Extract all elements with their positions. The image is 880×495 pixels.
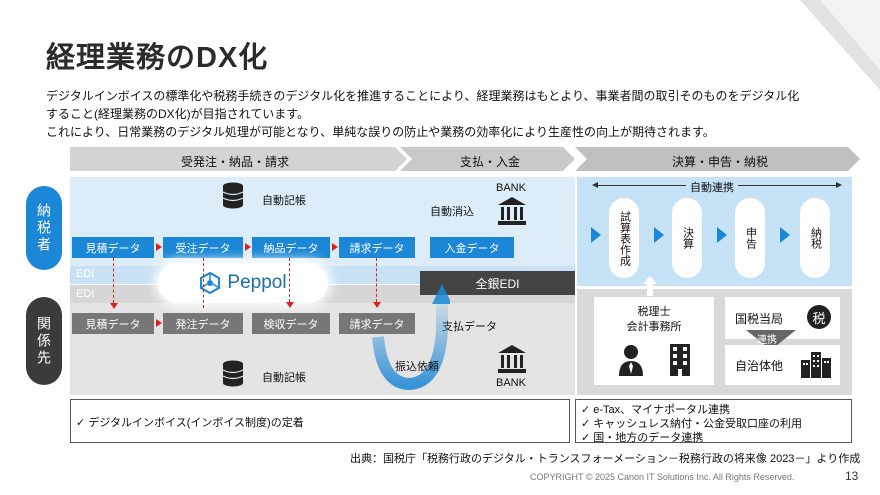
counterparty-invoice-data: 請求データ xyxy=(339,313,415,334)
flow-arrow-icon xyxy=(591,227,601,243)
peppol-label: Peppol xyxy=(227,272,287,293)
link-arrow xyxy=(746,330,796,350)
phase-1-label: 受発注・納品・請求 xyxy=(180,155,289,169)
taxpayer-label: 納税者 xyxy=(26,186,62,270)
auto-link-right-arrow xyxy=(836,182,842,188)
city-buildings-icon xyxy=(801,352,831,378)
edi-bottom-label: EDI xyxy=(76,288,95,300)
counterparty-bank-label: BANK xyxy=(496,377,526,389)
bank-icon xyxy=(498,345,526,373)
building-icon xyxy=(670,344,690,376)
arrow-right-icon xyxy=(245,243,251,251)
peppol-logo-icon xyxy=(200,272,221,294)
taxpayer-delivery-data: 納品データ xyxy=(252,237,330,258)
step-payment-label: 納税 xyxy=(809,227,822,249)
taxpayer-estimate-data: 見積データ xyxy=(72,237,154,258)
source-citation: 出典：国税庁「税務行政のデジタル・トランスフォーメーション－税務行政の将来像 2… xyxy=(350,453,861,465)
note-right-item-3: ✓ 国・地方のデータ連携 xyxy=(581,432,704,444)
flow-arrow-icon xyxy=(654,227,664,243)
arrow-right-icon xyxy=(332,243,338,251)
taxpayer-order-data: 受注データ xyxy=(163,237,243,258)
corner-decoration xyxy=(800,0,880,90)
note-right-item-1: ✓ e-Tax、マイナポータル連携 xyxy=(581,404,730,416)
tax-badge-text: 税 xyxy=(812,310,826,326)
step-closing-label: 決算 xyxy=(681,227,694,249)
step-payment: 納税 xyxy=(800,198,830,278)
note-left-box: ✓ デジタルインボイス(インボイス制度)の定着 xyxy=(70,399,570,443)
flow-arrow-icon xyxy=(717,227,727,243)
connector-up-arrow xyxy=(643,276,657,296)
page-number: 13 xyxy=(845,469,859,483)
arrow-down-icon xyxy=(110,303,118,309)
step-filing-label: 申告 xyxy=(744,227,757,249)
zengin-edi-label: 全銀EDI xyxy=(475,276,520,291)
counterparty-estimate-data: 見積データ xyxy=(72,313,154,334)
step-closing: 決算 xyxy=(672,198,702,278)
payment-data-label: 支払データ xyxy=(442,321,497,333)
arrow-right-icon xyxy=(156,243,162,251)
step-trial-balance: 試算表作成 xyxy=(609,198,639,278)
phase-3-label: 決算・申告・納税 xyxy=(671,155,768,169)
arrow-down-icon xyxy=(373,302,381,308)
step-filing: 申告 xyxy=(735,198,765,278)
local-gov-label: 自治体他 xyxy=(735,359,784,373)
counterparty-auto-ledger: 自動記帳 xyxy=(262,372,306,384)
lead-line-2: すること(経理業務のDX化)が目指されています。 xyxy=(46,107,310,121)
bank-icon xyxy=(498,197,526,225)
note-right-item-2: ✓ キャッシュレス納付・公金受取口座の利用 xyxy=(581,418,803,430)
tax-accountant-card: 税理士 会計事務所 xyxy=(594,297,714,385)
page-title: 経理業務のDX化 xyxy=(46,42,269,74)
phase-2-label: 支払・入金 xyxy=(459,155,520,169)
auto-link-label: 自動連携 xyxy=(686,179,738,195)
edi-top-label: EDI xyxy=(76,268,95,280)
note-left-item: ✓ デジタルインボイス(インボイス制度)の定着 xyxy=(76,417,304,429)
counterparty-label: 関係先 xyxy=(26,297,62,385)
taxpayer-label-text: 納税者 xyxy=(36,202,52,254)
copyright: COPYRIGHT © 2025 Canon IT Solutions Inc.… xyxy=(530,472,795,482)
phase-arrows xyxy=(70,147,860,171)
database-icon xyxy=(222,182,244,209)
person-icon xyxy=(619,345,643,376)
zengin-edi-box: 全銀EDI xyxy=(420,271,575,295)
flow-arrow-icon xyxy=(780,227,790,243)
dashed-connector xyxy=(376,258,377,302)
peppol-badge: Peppol xyxy=(158,263,328,303)
deposit-data: 入金データ xyxy=(430,237,514,258)
nta-label: 国税当局 xyxy=(735,312,784,326)
arrow-right-icon xyxy=(156,319,162,327)
arrow-down-icon xyxy=(286,302,294,308)
database-icon xyxy=(222,360,244,387)
dashed-connector xyxy=(113,258,114,303)
transfer-curve-arrow xyxy=(372,284,450,391)
local-gov-card: 自治体他 xyxy=(725,345,840,385)
tax-accountant-label: 税理士 会計事務所 xyxy=(626,306,682,333)
dashed-connector xyxy=(203,258,204,308)
auto-link-left-arrow xyxy=(592,182,598,188)
counterparty-purchase-order-data: 発注データ xyxy=(163,313,243,334)
lead-line-3: これにより、日常業務のデジタル処理が可能となり、単純な誤りの防止や業務の効率化に… xyxy=(46,125,715,139)
tax-badge-icon: 税 xyxy=(807,305,831,329)
transfer-request-label: 振込依頼 xyxy=(395,361,439,373)
lead-line-1: デジタルインボイスの標準化や税務手続きのデジタル化を推進することにより、経理業務… xyxy=(46,89,800,103)
note-right-box: ✓ e-Tax、マイナポータル連携 ✓ キャッシュレス納付・公金受取口座の利用 … xyxy=(575,399,852,444)
auto-clear-label: 自動消込 xyxy=(430,206,474,218)
taxpayer-invoice-data: 請求データ xyxy=(339,237,415,258)
dashed-connector xyxy=(289,258,290,302)
link-label: 連携 xyxy=(757,335,777,346)
counterparty-label-text: 関係先 xyxy=(36,315,52,367)
counterparty-inspection-data: 検収データ xyxy=(252,313,330,334)
taxpayer-auto-ledger: 自動記帳 xyxy=(262,195,306,207)
taxpayer-bank-label: BANK xyxy=(496,182,526,194)
step-trial-balance-label: 試算表作成 xyxy=(618,210,631,266)
